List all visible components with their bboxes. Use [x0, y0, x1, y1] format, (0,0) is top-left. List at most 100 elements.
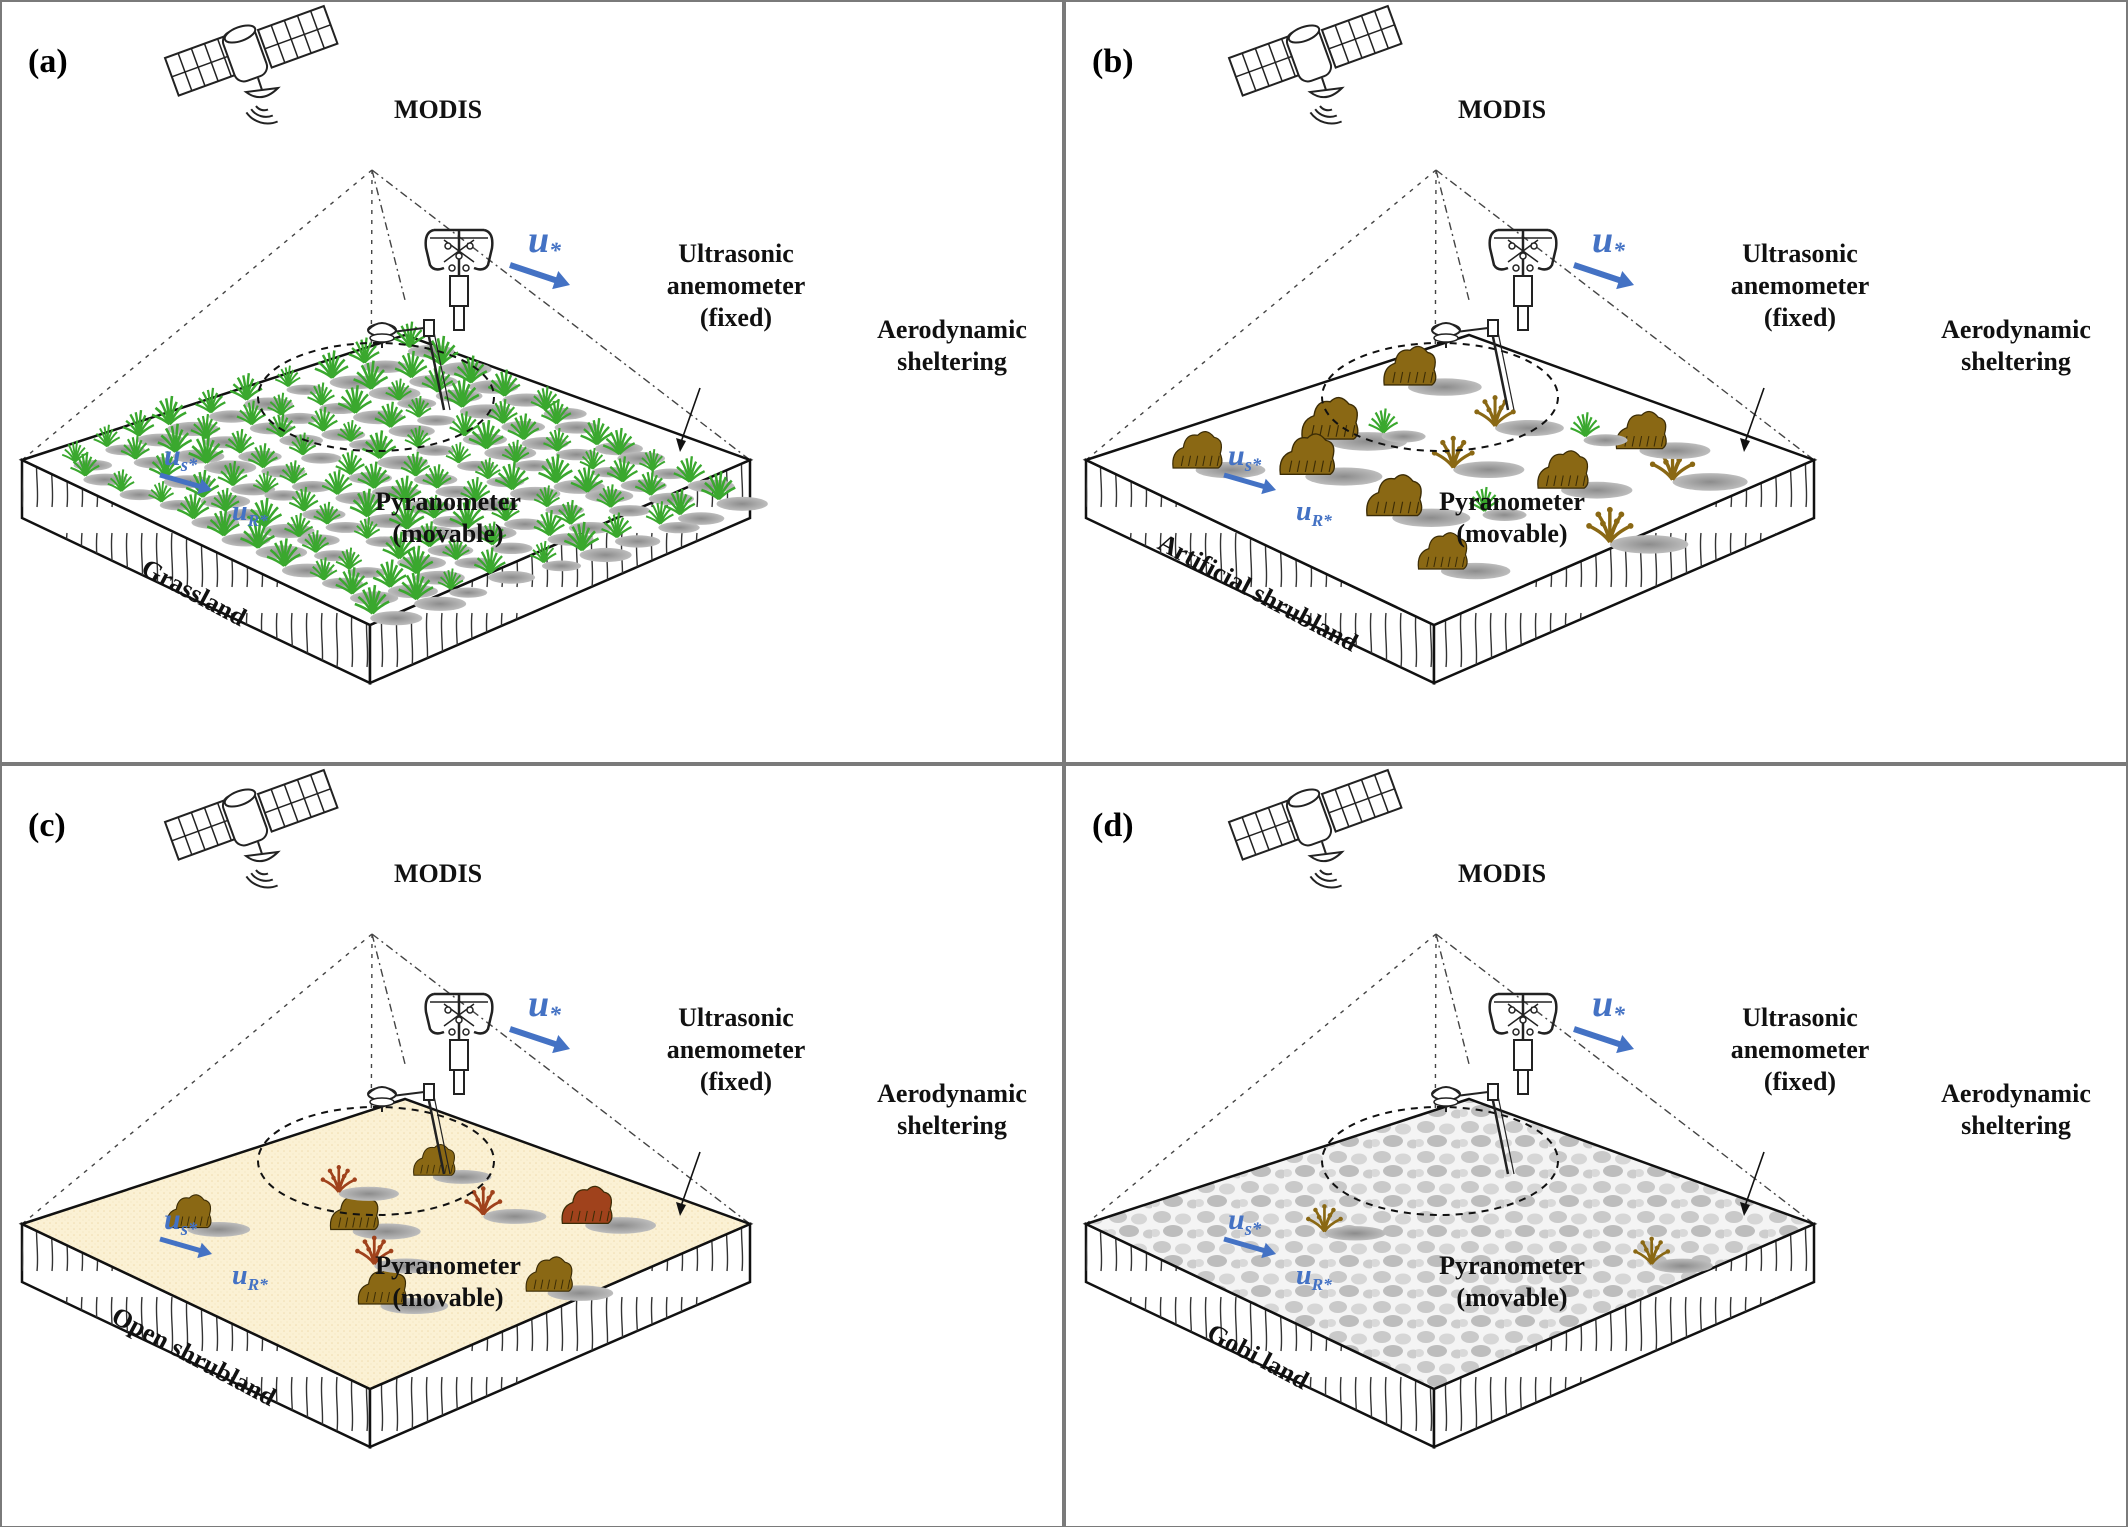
shrub-icon — [561, 1185, 657, 1234]
sheltering-pointer-head — [1740, 438, 1750, 452]
shrub-icon — [413, 1144, 492, 1184]
shrub-icon — [1633, 1236, 1713, 1274]
grass-tuft-icon — [274, 365, 325, 395]
sheltering-pointer-head — [1740, 1202, 1750, 1216]
solar-panel-right-icon — [1320, 768, 1403, 833]
grass-tuft-icon — [487, 369, 551, 407]
shrub-icon — [1474, 395, 1564, 437]
pyranometer-icon — [1431, 1083, 1515, 1175]
wind-label-u: u* — [1592, 219, 1625, 264]
panel-letter: (d) — [1092, 807, 1134, 844]
wind-label-us: us* — [164, 439, 198, 476]
sheltering-pointer — [1743, 387, 1765, 446]
signal-wave-icon — [245, 111, 278, 125]
pyranometer-label-line: (movable) — [392, 519, 503, 548]
grass-tuft-icon — [267, 392, 320, 424]
grass-tuft-icon — [601, 512, 661, 548]
grass-tuft-icon — [240, 519, 308, 560]
sheltering-pointer — [1743, 1151, 1765, 1210]
anemometer-label-line: Ultrasonic — [1742, 1003, 1858, 1032]
surface-top-face — [1082, 1097, 1818, 1391]
panel-b: (b)MODISu*us*uR*Ultrasonicanemometer(fix… — [1064, 0, 2128, 764]
shrub-icon — [357, 1268, 449, 1314]
wind-arrow-us — [1223, 472, 1271, 491]
wind-label-ur: uR* — [232, 1260, 268, 1294]
grass-tuft-icon — [701, 471, 768, 511]
grass-tuft-icon — [284, 512, 340, 547]
pyranometer-icon — [367, 1083, 451, 1175]
wind-arrow-us-head — [197, 1242, 212, 1259]
shrub-icon — [166, 1194, 251, 1237]
sheltering-pointer-head — [676, 1202, 686, 1216]
satellite-icon — [163, 768, 339, 889]
wind-label-us: us* — [164, 1203, 198, 1240]
grass-tuft-icon — [477, 521, 533, 555]
shrub-icon — [1431, 435, 1525, 479]
sheltering-pointer — [679, 1151, 701, 1210]
anemometer-label-line: anemometer — [667, 271, 806, 300]
view-cone-line — [1435, 169, 1470, 301]
view-cone-line — [1435, 933, 1470, 1065]
shrub-icon — [1279, 433, 1383, 486]
pyranometer-icon — [367, 319, 451, 411]
wind-arrow-us — [159, 472, 207, 491]
pyranometer-icon — [1431, 319, 1515, 411]
grass-tuft-icon — [449, 411, 508, 446]
panel-a: (a)MODISu*us*uR*Ultrasonicanemometer(fix… — [0, 0, 1064, 764]
wind-label-ur: uR* — [1296, 1260, 1332, 1294]
grass-tuft-icon — [1368, 408, 1426, 443]
pyranometer-footprint — [1321, 1106, 1559, 1216]
dish-icon — [243, 850, 281, 863]
panel-letter: (a) — [28, 43, 68, 80]
wind-label-us: us* — [1228, 439, 1262, 476]
wind-label-us: us* — [1228, 1203, 1262, 1240]
wind-label-ur: uR* — [232, 496, 268, 530]
grass-tuft-icon — [1570, 412, 1628, 447]
wind-arrow-u-head — [1616, 1034, 1634, 1054]
grass-tuft-icon — [529, 540, 582, 572]
anemometer-label-line: Ultrasonic — [1742, 239, 1858, 268]
surface-top-face — [1082, 333, 1818, 627]
ultrasonic-anemometer-icon — [1488, 992, 1558, 1095]
wind-arrow-u — [509, 262, 564, 286]
grass-tuft-icon — [313, 501, 366, 533]
grass-tuft-icon — [398, 570, 467, 611]
wind-arrow-us-head — [1261, 1242, 1276, 1259]
anemometer-label-line: (fixed) — [700, 1067, 772, 1096]
wind-arrow-u-head — [552, 1034, 570, 1054]
pyranometer-footprint — [1321, 342, 1559, 452]
sheltering-label-line: sheltering — [1961, 347, 2071, 376]
solar-panel-right-icon — [256, 768, 339, 833]
anemometer-label-line: (fixed) — [700, 303, 772, 332]
view-cone-line — [371, 933, 406, 1065]
grass-tuft-icon — [422, 464, 479, 498]
grass-tuft-icon — [385, 378, 437, 409]
pyranometer-footprint — [257, 342, 495, 452]
grass-tuft-icon — [663, 488, 725, 525]
wind-label-u: u* — [1592, 983, 1625, 1028]
anemometer-label-line: anemometer — [667, 1035, 806, 1064]
pyranometer-label-line: (movable) — [1456, 1283, 1567, 1312]
shrub-icon — [464, 1186, 547, 1224]
grass-tuft-icon — [405, 395, 456, 426]
signal-wave-icon — [1309, 875, 1342, 889]
vegetation-layer — [61, 321, 768, 626]
grass-tuft-icon — [372, 559, 438, 599]
sheltering-pointer-head — [676, 438, 686, 452]
grass-tuft-icon — [445, 442, 495, 472]
anemometer-label-line: Ultrasonic — [678, 1003, 794, 1032]
sheltering-label-line: Aerodynamic — [877, 315, 1027, 344]
ground-block — [1082, 1097, 1818, 1449]
wind-arrow-u — [1573, 1026, 1628, 1050]
signal-wave-icon — [1319, 869, 1333, 876]
grass-tuft-icon — [279, 460, 334, 493]
shrub-icon — [1537, 450, 1633, 499]
pyranometer-label-line: Pyranometer — [1439, 1251, 1585, 1280]
satellite-label: MODIS — [394, 859, 482, 888]
wind-arrow-us-head — [197, 478, 212, 495]
grass-tuft-icon — [157, 423, 225, 464]
panel-c: (c)MODISu*us*uR*Ultrasonicanemometer(fix… — [0, 764, 1064, 1527]
pyranometer-label-line: Pyranometer — [375, 487, 521, 516]
signal-wave-icon — [250, 108, 274, 118]
signal-wave-icon — [1309, 111, 1342, 125]
